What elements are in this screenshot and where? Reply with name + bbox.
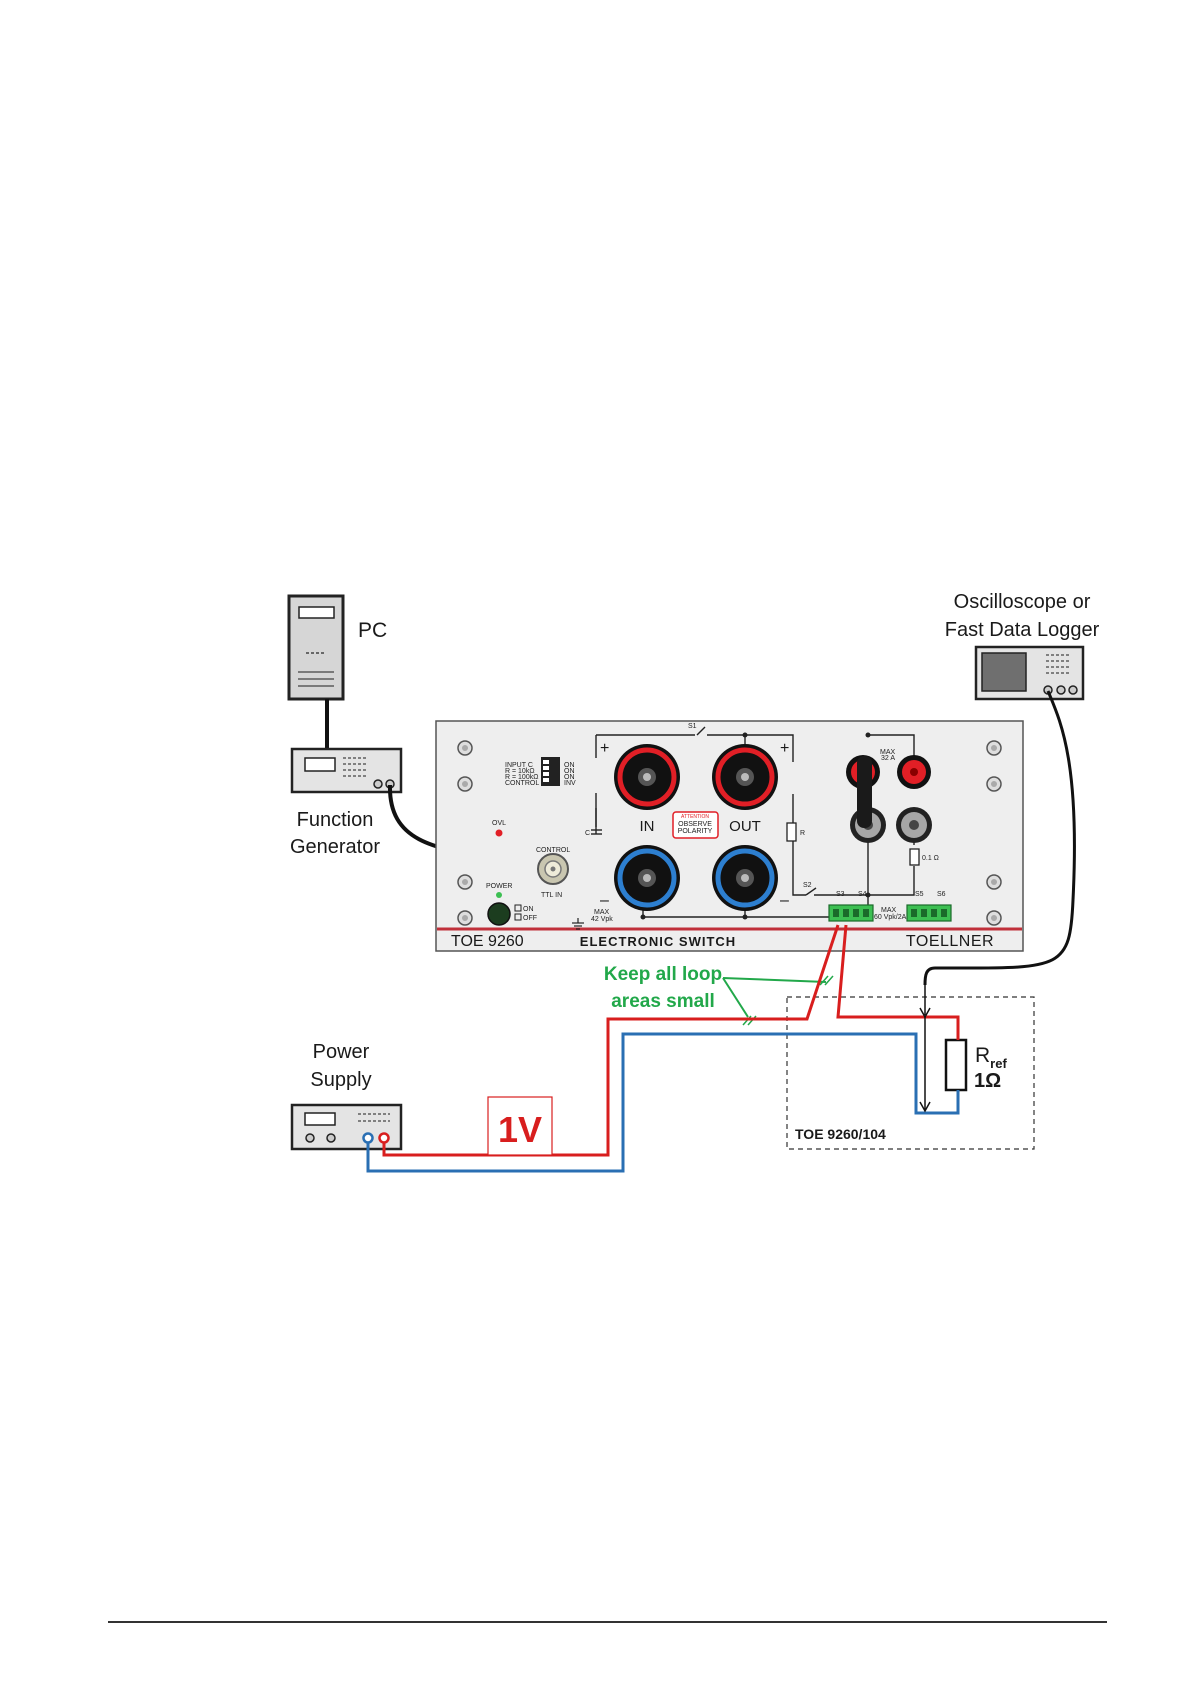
blue-wire: [366, 1032, 960, 1173]
input-row-3: R = 100kΩ: [505, 774, 538, 781]
oscilloscope-label-1: Oscilloscope or: [954, 591, 1091, 613]
attention-2: OBSERVE: [678, 821, 712, 828]
ttl-in-bnc: [537, 853, 569, 885]
in-plus-sign: +: [600, 740, 609, 757]
dip-switch: [541, 757, 560, 786]
test-box-label: TOE 9260/104: [795, 1126, 886, 1142]
input-val-2: ON: [564, 768, 575, 775]
loop-note-1: Keep all loop: [604, 964, 722, 985]
c-label: C: [585, 830, 590, 837]
probe-sense-lines: [919, 985, 931, 1113]
r-label: R: [800, 830, 805, 837]
attention-1: ATTENTION: [681, 814, 709, 820]
scope-cable: [923, 690, 1076, 986]
input-val-3: ON: [564, 774, 575, 781]
ovl-led: [495, 829, 503, 837]
power-supply-label-1: Power: [313, 1041, 370, 1063]
shunt-terminal-right: [896, 807, 932, 843]
out-plus-terminal: [712, 744, 778, 810]
s6-label: S6: [937, 891, 946, 898]
s2-label: S2: [803, 882, 812, 889]
attention-3: POLARITY: [678, 828, 713, 835]
ttl-in-label: TTL IN: [541, 892, 562, 899]
oscilloscope-label-2: Fast Data Logger: [945, 619, 1100, 641]
oscilloscope: [974, 645, 1085, 701]
electronic-switch-panel: [435, 720, 1024, 952]
in-plus-terminal: [614, 744, 680, 810]
s5-label: S5: [915, 891, 924, 898]
out-minus-terminal: [712, 845, 778, 911]
in-minus-sign: –: [600, 892, 609, 909]
off-label: OFF: [523, 915, 537, 922]
max-right-1: MAX: [881, 907, 897, 914]
function-generator: [290, 747, 403, 794]
pc-label: PC: [358, 619, 387, 642]
s4-label: S4: [858, 891, 867, 898]
attention-box: [672, 811, 719, 839]
out-minus-sign: –: [780, 892, 789, 909]
max-32a-2: 32 A: [881, 755, 895, 762]
rref-main: Rref: [975, 1044, 1007, 1071]
shorting-bridge: [857, 756, 872, 828]
s1-label: S1: [688, 723, 697, 730]
input-row-1: INPUT C: [505, 762, 533, 769]
power-supply-label-2: Supply: [310, 1069, 371, 1091]
max-left-1: MAX: [594, 909, 610, 916]
power-led: [496, 892, 502, 898]
footer-rule: [108, 1621, 1107, 1623]
on-label: ON: [523, 906, 534, 913]
loop-note-pointers: [722, 977, 827, 1018]
control-label: CONTROL: [536, 847, 570, 854]
ovl-label: OVL: [492, 820, 506, 827]
power-button: [487, 902, 511, 926]
input-row-4: CONTROL: [505, 780, 539, 787]
max-right-2: 60 Vpk/2A: [874, 914, 907, 921]
current-terminal-right: [897, 755, 931, 789]
voltage-box: [487, 1096, 553, 1156]
brand-label: TOELLNER: [906, 933, 994, 950]
terminal-block-s5-s6: [906, 904, 952, 922]
loop-note-2: areas small: [611, 991, 715, 1012]
rref-value: 1Ω: [974, 1070, 1001, 1092]
power-supply: [290, 1103, 403, 1151]
power-label: POWER: [486, 883, 512, 890]
max-left-2: 42 Vpk: [591, 916, 613, 923]
s3-label: S3: [836, 891, 845, 898]
test-fixture-box: [786, 996, 1035, 1150]
in-minus-terminal: [614, 845, 680, 911]
in-label: IN: [640, 818, 655, 835]
function-generator-label-2: Generator: [290, 836, 380, 858]
shunt-label: 0.1 Ω: [922, 855, 939, 862]
input-val-4: INV: [564, 780, 576, 787]
out-plus-sign: +: [780, 740, 789, 757]
input-val-1: ON: [564, 762, 575, 769]
input-row-2: R = 10kΩ: [505, 768, 535, 775]
function-generator-label-1: Function: [297, 809, 374, 831]
terminal-block-s3-s4: [828, 904, 874, 922]
model-label: TOE 9260: [451, 933, 524, 950]
rref-subscript: ref: [990, 1056, 1007, 1071]
device-name-label: ELECTRONIC SWITCH: [580, 934, 736, 949]
voltage-label: 1V: [498, 1109, 542, 1150]
max-32a-1: MAX: [880, 749, 896, 756]
red-wire: [382, 924, 960, 1157]
ground-icon: [572, 918, 584, 930]
rref-resistor: [944, 1038, 968, 1092]
pc-tower: [287, 594, 345, 701]
out-label: OUT: [729, 818, 761, 835]
